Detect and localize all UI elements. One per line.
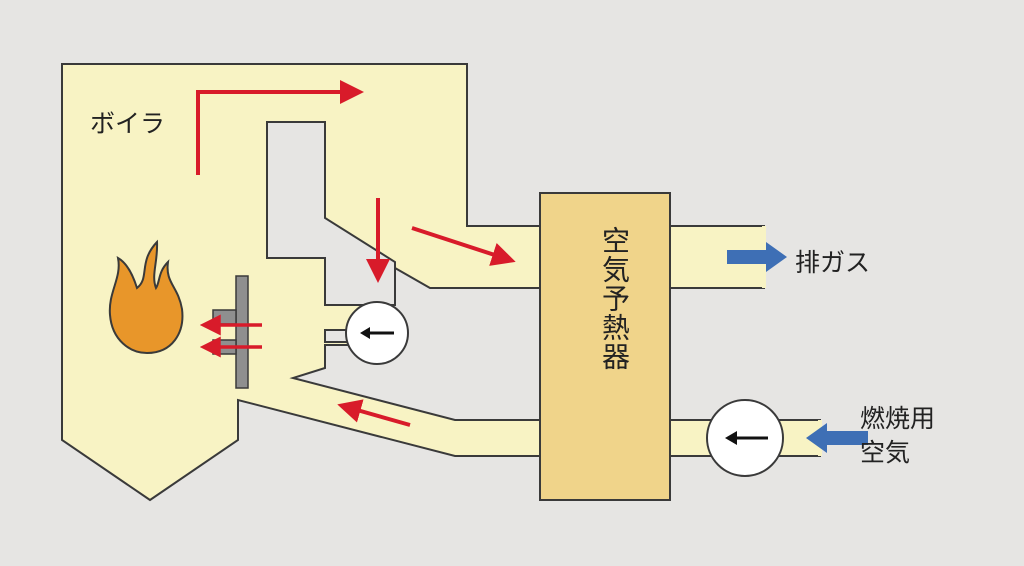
burner-nozzle-top (212, 309, 237, 325)
exhaust-gas-arrow-icon (727, 242, 787, 272)
air-preheater-label: 空気予熱器 (598, 226, 631, 371)
forced-draft-fan-icon (706, 399, 784, 477)
boiler-label: ボイラ (90, 109, 166, 138)
combustion-air-label-line1: 燃焼用 (860, 404, 936, 433)
burner-plate (235, 275, 249, 389)
combustion-air-label: 燃焼用 空気 (860, 402, 935, 470)
air-preheater (539, 192, 671, 501)
recirculation-fan-icon (345, 301, 409, 365)
combustion-air-arrow-icon (806, 423, 868, 453)
gas-flow-arrow-to-heater (411, 226, 516, 266)
combustion-air-label-line2: 空気 (860, 438, 911, 467)
exhaust-gas-label: 排ガス (795, 248, 871, 277)
boiler-inner-wall (266, 121, 396, 306)
gas-flow-arrow-up (196, 80, 364, 175)
hot-air-arrow-return (337, 399, 411, 427)
flame-icon (108, 239, 184, 355)
